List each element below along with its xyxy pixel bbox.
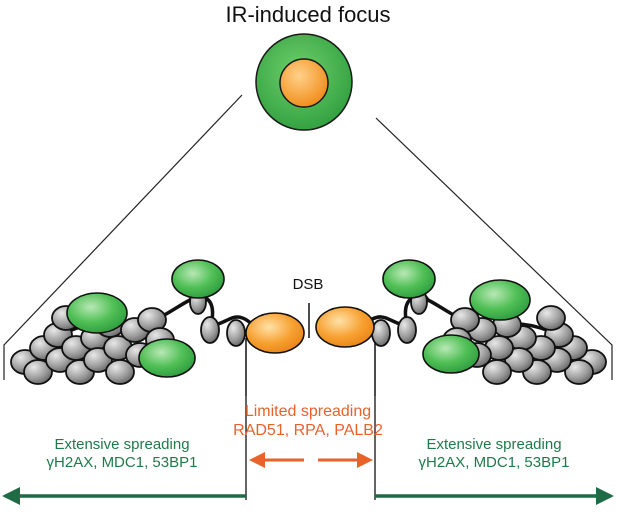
ir-focus: [255, 33, 353, 131]
dsb-label: DSB: [292, 276, 324, 293]
limited-spreading-proteins: RAD51, RPA, PALB2: [233, 422, 383, 439]
extensive-spreading-right-label: Extensive spreading: [426, 436, 562, 453]
limited-spreading-label: Limited spreading: [244, 403, 372, 420]
extensive-spreading-left-proteins: γH2AX, MDC1, 53BP1: [46, 454, 198, 471]
extensive-spreading-left-label: Extensive spreading: [54, 436, 190, 453]
limited-spreading-arrows: [249, 452, 373, 468]
figure-title: IR-induced focus: [225, 2, 391, 27]
orange-proteins: [245, 306, 375, 354]
green-proteins-right: [382, 259, 531, 374]
extensive-spreading-arrows: [2, 487, 614, 505]
green-proteins-left: [66, 259, 225, 378]
zoom-lines: [3, 94, 613, 380]
spread-boundaries: [245, 338, 376, 500]
extensive-spreading-right-proteins: γH2AX, MDC1, 53BP1: [418, 454, 570, 471]
